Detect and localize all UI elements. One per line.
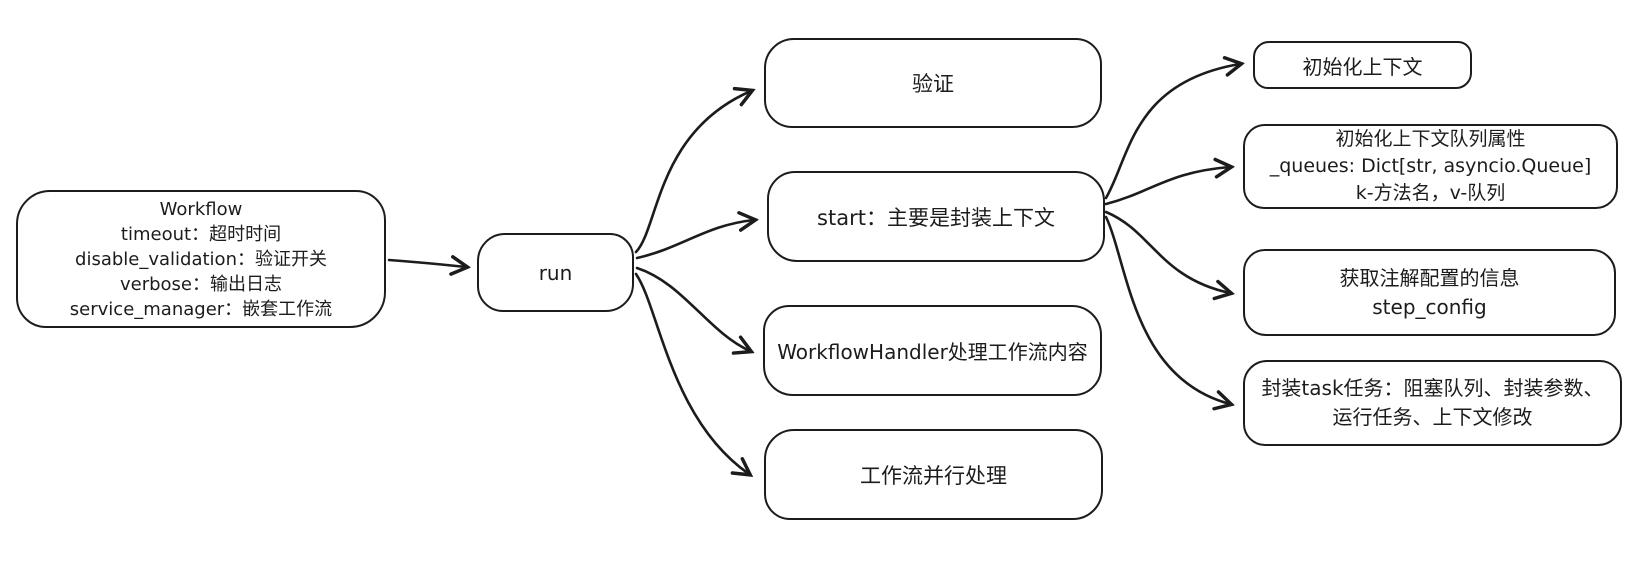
node-validate[interactable]: 验证 (764, 38, 1102, 128)
node-init-queues[interactable]: 初始化上下文队列属性 _queues: Dict[str, asyncio.Qu… (1243, 124, 1618, 209)
node-workflow-line: Workflow (159, 198, 243, 220)
edge-workflow-run (387, 260, 466, 267)
edge-run-validate (634, 91, 751, 254)
node-init-context-label: 初始化上下文 (1302, 54, 1423, 79)
edge-start-stepconfig (1104, 210, 1230, 293)
node-validate-label: 验证 (912, 72, 954, 96)
edge-run-start (635, 220, 754, 260)
node-init-context[interactable]: 初始化上下文 (1253, 41, 1472, 89)
node-workflow-handler[interactable]: WorkflowHandler处理工作流内容 (763, 305, 1102, 396)
node-wrap-task-line: 运行任务、上下文修改 (1332, 405, 1533, 429)
node-start-label: start：主要是封装上下文 (817, 205, 1055, 230)
node-init-queues-line: _queues: Dict[str, asyncio.Queue] (1269, 155, 1592, 177)
node-workflow-line: service_manager：嵌套工作流 (69, 298, 333, 320)
node-parallel-processing[interactable]: 工作流并行处理 (764, 429, 1103, 520)
node-workflow-line: verbose：输出日志 (119, 273, 283, 295)
node-init-queues-line: k-方法名，v-队列 (1355, 182, 1506, 204)
node-step-config-line: 获取注解配置的信息 (1339, 265, 1520, 290)
node-workflow-line: disable_validation：验证开关 (75, 248, 327, 270)
node-wrap-task[interactable]: 封装task任务：阻塞队列、封装参数、 运行任务、上下文修改 (1243, 360, 1622, 446)
node-step-config-line: step_config (1372, 294, 1487, 319)
edge-start-wraptask (1104, 215, 1230, 404)
node-init-queues-line: 初始化上下文队列属性 (1335, 128, 1526, 150)
edge-run-handler (635, 266, 750, 351)
edge-start-initcontext (1104, 64, 1240, 200)
node-start[interactable]: start：主要是封装上下文 (767, 171, 1105, 262)
node-parallel-processing-label: 工作流并行处理 (860, 463, 1007, 488)
node-run-label: run (538, 260, 573, 285)
node-wrap-task-line: 封装task任务：阻塞队列、封装参数、 (1261, 376, 1604, 400)
node-workflow-line: timeout：超时时间 (120, 223, 282, 245)
edge-start-queues (1104, 167, 1230, 206)
node-step-config[interactable]: 获取注解配置的信息 step_config (1243, 249, 1616, 336)
node-run[interactable]: run (477, 233, 634, 312)
node-workflow-handler-label: WorkflowHandler处理工作流内容 (777, 340, 1088, 364)
edge-run-parallel (634, 272, 749, 474)
node-workflow[interactable]: Workflow timeout：超时时间 disable_validation… (16, 190, 386, 328)
